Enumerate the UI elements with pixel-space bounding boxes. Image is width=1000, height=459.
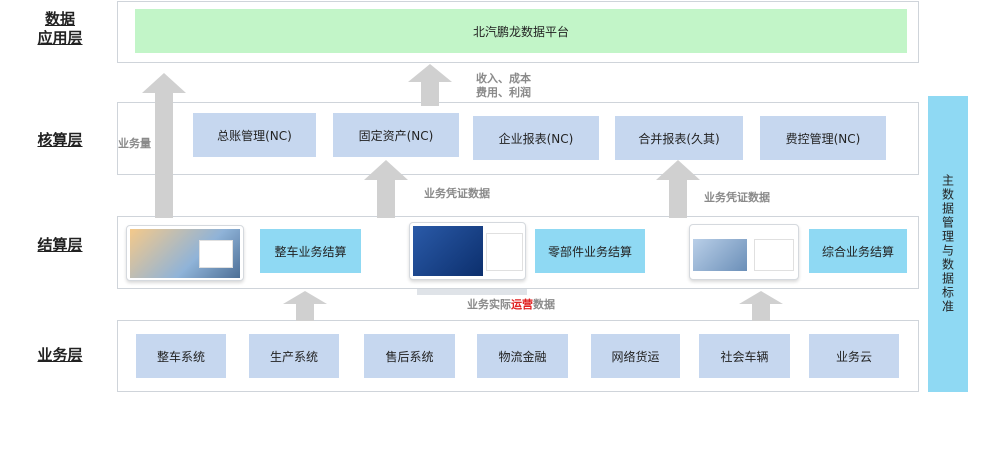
settlement-module-vehicle[interactable]: 整车业务结算 [260, 229, 361, 273]
arrow-ops-right [739, 291, 783, 321]
note-revenue-cost-line2: 费用、利润 [476, 86, 531, 99]
accounting-module-fixed-assets[interactable]: 固定资产(NC) [333, 113, 459, 157]
arrow-to-platform [408, 64, 452, 106]
settlement-screenshot-parts [409, 222, 526, 280]
note-business-volume: 业务量 [118, 137, 151, 150]
settlement-module-comprehensive[interactable]: 综合业务结算 [809, 229, 907, 273]
master-data-standard-bar[interactable]: 主数据管理与数据标准 [928, 96, 968, 392]
accounting-module-general-ledger[interactable]: 总账管理(NC) [193, 113, 316, 157]
layer-label-business: 业务层 [37, 346, 83, 364]
business-system-social-vehicles[interactable]: 社会车辆 [699, 334, 790, 378]
business-system-business-cloud[interactable]: 业务云 [809, 334, 899, 378]
accounting-module-expense-control[interactable]: 费控管理(NC) [760, 116, 886, 160]
business-system-vehicle[interactable]: 整车系统 [136, 334, 226, 378]
accounting-module-enterprise-report[interactable]: 企业报表(NC) [473, 116, 599, 160]
note-revenue-cost-line1: 收入、成本 [476, 72, 531, 85]
layer-label-settlement: 结算层 [37, 236, 83, 254]
data-platform-box[interactable]: 北汽鹏龙数据平台 [135, 9, 907, 53]
business-system-after-sales[interactable]: 售后系统 [364, 334, 455, 378]
settlement-connector-bar [417, 289, 527, 295]
settlement-screenshot-comprehensive [689, 224, 799, 280]
settlement-screenshot-vehicle [126, 225, 244, 281]
note-revenue-cost: 收入、成本 费用、利润 [476, 72, 531, 100]
business-system-production[interactable]: 生产系统 [249, 334, 339, 378]
business-system-network-freight[interactable]: 网络货运 [591, 334, 680, 378]
business-system-logistics-finance[interactable]: 物流金融 [477, 334, 568, 378]
arrow-ops-left [283, 291, 327, 321]
note-ops-red: 运营 [511, 298, 533, 311]
accounting-module-consolidated-report[interactable]: 合并报表(久其) [615, 116, 743, 160]
note-ops-pre: 业务实际 [467, 298, 511, 311]
note-voucher-data-right: 业务凭证数据 [704, 191, 770, 204]
arrow-business-volume [142, 73, 186, 218]
note-ops-data: 业务实际运营数据 [467, 298, 555, 312]
layer-label-data-app: 数据 应用层 [37, 10, 83, 47]
arrow-voucher-left [364, 160, 408, 218]
master-data-label: 主数据管理与数据标准 [940, 174, 955, 314]
layer-label-accounting: 核算层 [37, 131, 83, 149]
note-ops-post: 数据 [533, 298, 555, 311]
arrow-voucher-right [656, 160, 700, 218]
note-voucher-data-left: 业务凭证数据 [424, 187, 490, 200]
settlement-module-parts[interactable]: 零部件业务结算 [535, 229, 645, 273]
